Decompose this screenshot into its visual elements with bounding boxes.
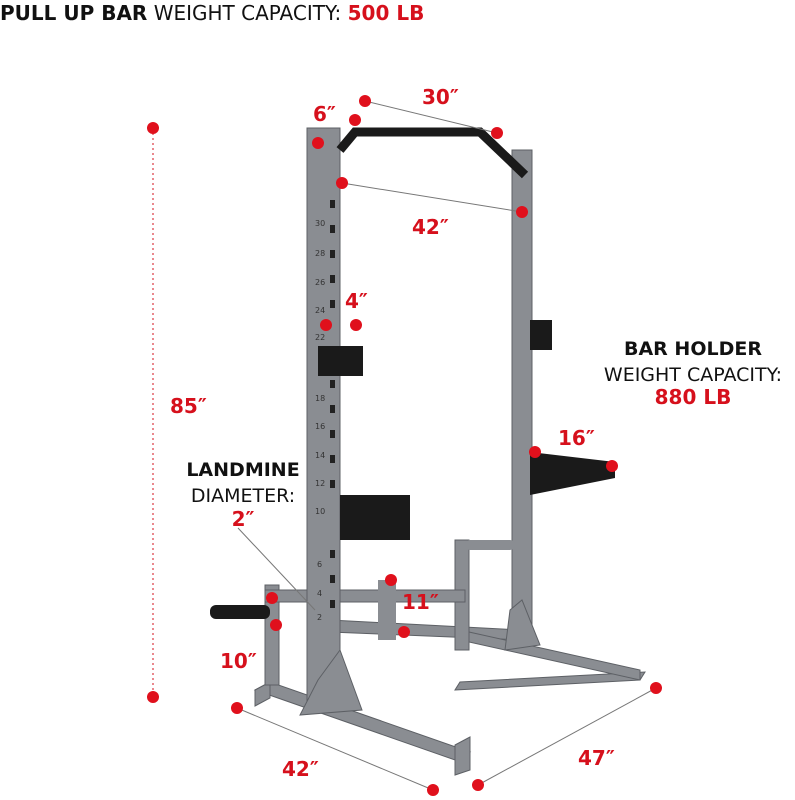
dim-height: 85″	[170, 394, 207, 418]
svg-text:22: 22	[315, 333, 325, 342]
dim-inner-width: 42″	[412, 215, 449, 239]
svg-text:WEIGHT CAPACITY:: WEIGHT CAPACITY:	[604, 364, 782, 386]
svg-text:14: 14	[315, 451, 325, 460]
dim-plate-post: 10″	[220, 649, 257, 673]
rack-frame	[253, 127, 646, 776]
svg-text:LANDMINE: LANDMINE	[186, 459, 299, 481]
svg-text:18: 18	[315, 394, 325, 403]
svg-text:880 LB: 880 LB	[655, 385, 732, 409]
dimension-dots	[147, 95, 662, 796]
svg-text:16: 16	[315, 422, 325, 431]
landmine-callout: LANDMINE DIAMETER: 2″	[186, 459, 299, 531]
landmine-sleeve	[378, 580, 396, 640]
pull-up-bar-capacity: PULL UP BAR WEIGHT CAPACITY: 500 LB	[0, 1, 424, 25]
dim-base-depth: 47″	[578, 746, 615, 770]
dimension-lines	[152, 100, 657, 791]
svg-text:2″: 2″	[232, 507, 255, 531]
dim-landmine-height: 11″	[402, 590, 439, 614]
upright-holes	[330, 200, 335, 608]
svg-text:30: 30	[315, 219, 325, 228]
svg-text:28: 28	[315, 249, 325, 258]
svg-text:6: 6	[317, 560, 322, 569]
upright-numbers: 30 28 26 24 22 18 16 14 12 10 6 4 2	[315, 219, 325, 622]
svg-text:12: 12	[315, 479, 325, 488]
svg-text:BAR HOLDER: BAR HOLDER	[624, 338, 762, 360]
svg-text:26: 26	[315, 278, 325, 287]
bar-holder-callout: BAR HOLDER WEIGHT CAPACITY: 880 LB	[604, 338, 782, 409]
svg-text:2: 2	[317, 613, 322, 622]
svg-text:DIAMETER:: DIAMETER:	[191, 485, 295, 507]
black-attachments	[210, 320, 615, 619]
dim-top-depth: 6″	[313, 102, 336, 126]
dim-safety-arm: 16″	[558, 426, 595, 450]
svg-text:10: 10	[315, 507, 325, 516]
dim-hook-width: 4″	[345, 289, 368, 313]
dim-base-width: 42″	[282, 757, 319, 781]
svg-text:4: 4	[317, 589, 322, 598]
dim-bar-width: 30″	[422, 85, 459, 109]
pull-up-bar	[336, 127, 529, 179]
svg-text:24: 24	[315, 306, 325, 315]
